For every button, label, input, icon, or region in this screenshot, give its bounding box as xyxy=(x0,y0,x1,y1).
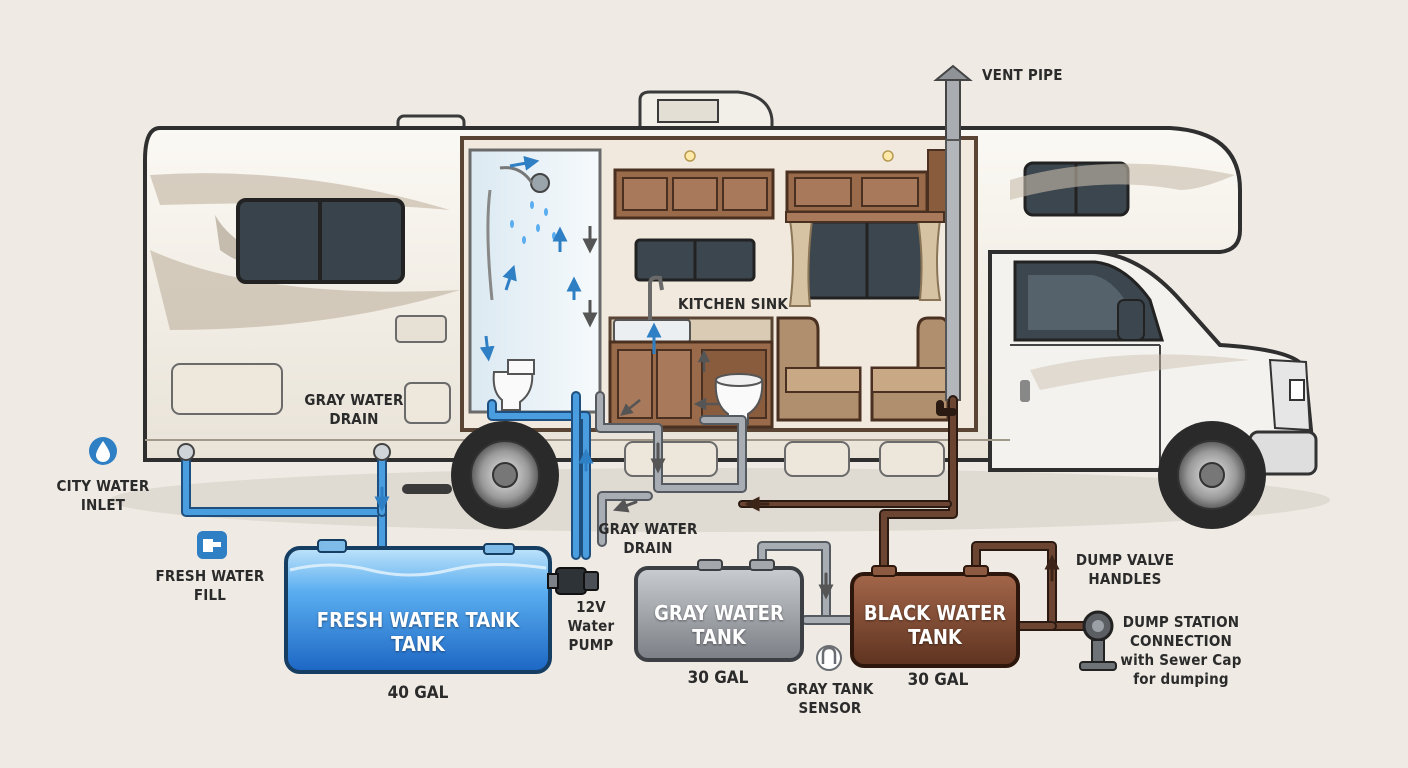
storage-compartment-1 xyxy=(171,363,283,415)
swoosh-decal-4 xyxy=(1010,163,1235,200)
gray-tank-sensor-label: GRAY TANK SENSOR xyxy=(786,680,874,717)
kitchen-sink-label: KITCHEN SINK xyxy=(678,295,788,313)
vent-pipe-label: VENT PIPE xyxy=(982,66,1063,84)
dump-station-connection-label: DUMP STATION CONNECTION with Sewer Cap f… xyxy=(1120,613,1242,688)
interior-cutaway xyxy=(460,136,978,432)
water-pump-label: 12V Water PUMP xyxy=(567,598,615,654)
water-pump-icon xyxy=(547,567,599,595)
curtain-left xyxy=(788,219,814,307)
storage-compartment-2 xyxy=(404,382,451,424)
toilet-icon xyxy=(714,379,764,425)
ceiling-light xyxy=(882,150,894,162)
black-water-tank xyxy=(850,565,1020,668)
side-mirror xyxy=(1117,299,1145,341)
fresh-water-tank xyxy=(284,539,552,674)
gray-water-tank-title: GRAY WATER TANK xyxy=(654,601,784,649)
dump-station-connector-icon xyxy=(1079,610,1117,671)
cab-window-glare xyxy=(1028,275,1136,330)
black-water-tank-title: BLACK WATER TANK xyxy=(863,601,1007,649)
door-handle xyxy=(1020,380,1030,402)
wheels xyxy=(451,421,1266,529)
ground-shadow xyxy=(110,468,1330,532)
ceiling-light xyxy=(684,150,696,162)
ac-vent xyxy=(657,99,719,123)
kitchen-sink-basin xyxy=(613,319,691,343)
swoosh-decal-2 xyxy=(150,250,460,330)
toilet-icon xyxy=(492,371,534,411)
shower-head-icon xyxy=(530,173,550,193)
city-water-inlet-port xyxy=(177,443,195,461)
dump-valve-handles-label: DUMP VALVE HANDLES xyxy=(1075,551,1175,588)
gray-water-drain-label-upper: GRAY WATER DRAIN xyxy=(304,391,404,428)
side-vent xyxy=(395,315,447,343)
black-water-pipes xyxy=(738,395,1093,631)
fresh-water-fill-icon xyxy=(197,531,227,559)
fresh-water-fill-label: FRESH WATER FILL xyxy=(155,567,265,604)
black-tank-capacity: 30 GAL xyxy=(907,670,969,690)
curtain-right xyxy=(916,219,942,301)
swoosh-decal-5 xyxy=(1030,354,1250,390)
tail-pipe xyxy=(402,484,452,494)
faucet-icon xyxy=(648,275,664,320)
gray-water-drain-label-lower: GRAY WATER DRAIN xyxy=(598,520,698,557)
headlight xyxy=(1289,379,1305,401)
fresh-tank-capacity: 40 GAL xyxy=(387,683,449,703)
gray-water-tank xyxy=(634,559,804,662)
shower-hose xyxy=(486,189,494,301)
gray-tank-capacity: 30 GAL xyxy=(687,668,749,688)
city-water-inlet-label: CITY WATER INLET xyxy=(56,477,150,514)
vent-cap-icon xyxy=(933,64,973,81)
gray-water-pipes xyxy=(595,391,857,625)
fresh-water-fill-port xyxy=(373,443,391,461)
fresh-water-pipes xyxy=(181,391,594,560)
city-water-icon xyxy=(89,437,117,465)
fresh-water-tank-title: FRESH WATER TANK TANK xyxy=(316,608,520,656)
gray-tank-sensor-icon xyxy=(816,645,842,671)
